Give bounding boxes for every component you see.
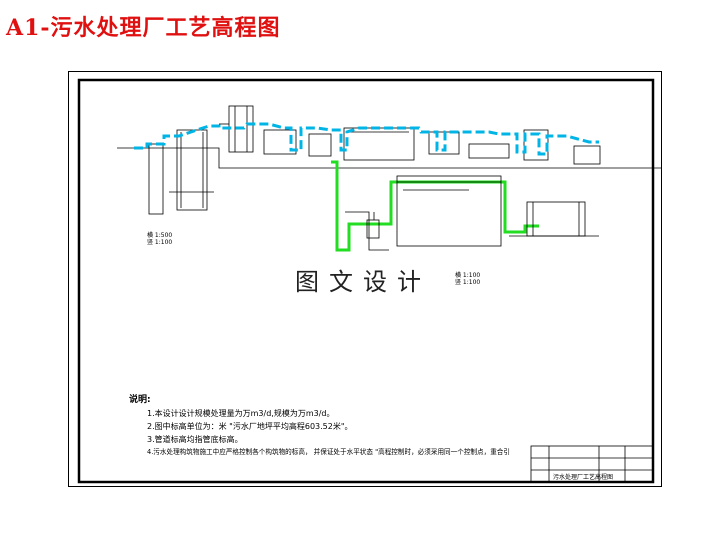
page-title: A1-污水处理厂工艺高程图: [6, 15, 281, 41]
scale-left-vertical: 竖 1:100: [147, 239, 173, 246]
scale-right-horizontal: 横 1:100: [455, 272, 481, 279]
grit-chamber: [219, 105, 254, 153]
sedimentation-tank: [345, 175, 502, 251]
notes-heading: 说明:: [129, 395, 151, 405]
upper-tanks: [263, 127, 601, 165]
process-elevation-drawing: [77, 78, 661, 484]
note-item-2: 2.图中标高单位为：米 "污水厂地坪平均高程603.52米"。: [147, 422, 353, 431]
title-block: [530, 445, 654, 483]
inner-frame: [77, 78, 655, 484]
ground-line: [117, 147, 661, 169]
note-item-3: 3.管道标高均指管底标高。: [147, 435, 243, 444]
watermark-text: 图文设计: [295, 268, 431, 296]
scale-right-vertical: 竖 1:100: [455, 279, 481, 286]
sludge-unit: [509, 201, 599, 237]
scale-left-horizontal: 横 1:500: [147, 232, 173, 239]
note-item-1: 1.本设计设计规模处理量为万m3/d,规模为万m3/d。: [147, 409, 335, 418]
design-notes: 说明: 1.本设计设计规模处理量为万m3/d,规模为万m3/d。 2.图中标高单…: [129, 394, 510, 459]
title-block-drawing-name: 污水处理厂工艺高程图: [553, 474, 614, 481]
note-item-4: 4.污水处理构筑物施工中应严格控制各个构筑物的标高， 并保证处于水平状态 "高程…: [147, 448, 510, 456]
green-pipe: [331, 160, 539, 252]
water-surface-cyan: [134, 122, 599, 156]
